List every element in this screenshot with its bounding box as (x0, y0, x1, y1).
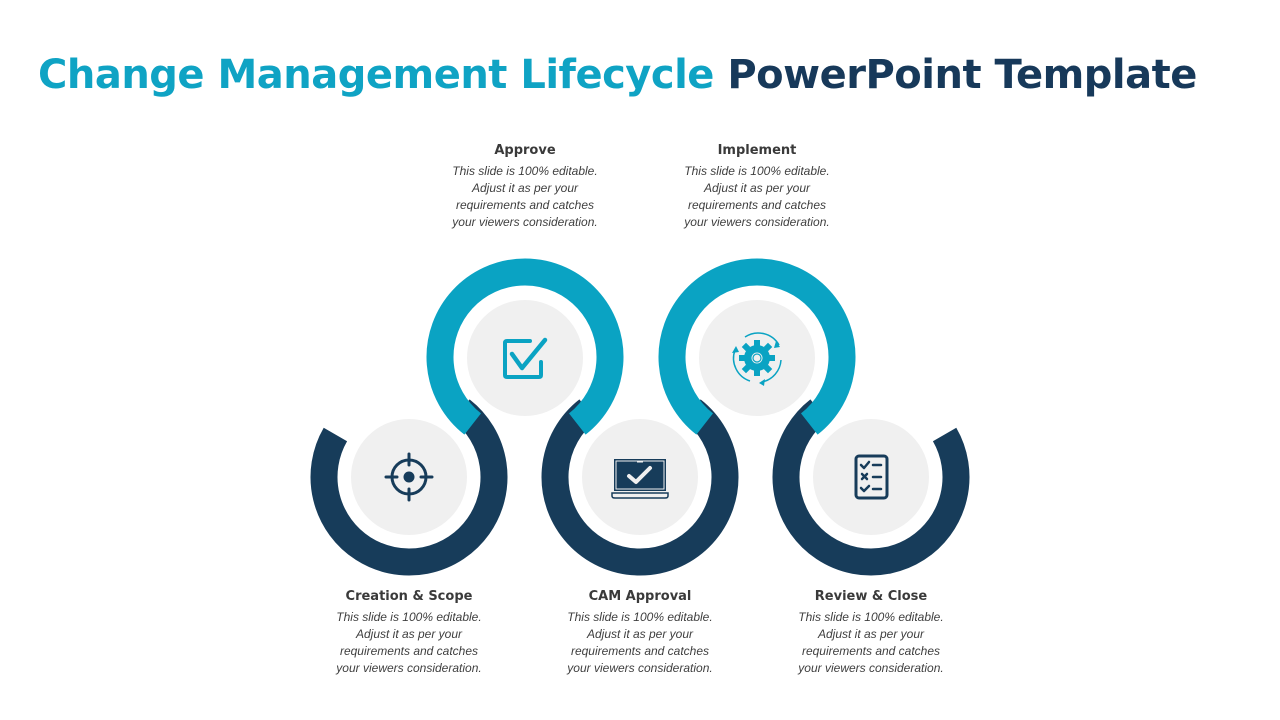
step-description: This slide is 100% editable. Adjust it a… (567, 610, 713, 675)
step-title: Creation & Scope (345, 589, 473, 604)
step-description: This slide is 100% editable. Adjust it a… (798, 610, 944, 675)
checklist-icon (854, 454, 889, 500)
gear-cycle-icon (732, 332, 782, 386)
ring-review-close (772, 399, 970, 576)
icon-circle-review (813, 419, 929, 535)
ring-approve (426, 258, 624, 435)
step-description: This slide is 100% editable. Adjust it a… (336, 610, 482, 675)
ring-creation-scope (310, 399, 508, 576)
checkbox-icon (503, 337, 548, 379)
step-title: Implement (717, 143, 797, 158)
title-highlight: Change Management Lifecycle (38, 52, 714, 98)
icon-circle-approve (467, 300, 583, 416)
step-review-close: Review & Close This slide is 100% editab… (776, 589, 966, 677)
step-implement: Implement This slide is 100% editable. A… (662, 143, 852, 231)
ring-implement (658, 258, 856, 435)
step-title: Review & Close (814, 589, 928, 604)
slide-title: Change Management Lifecycle PowerPoint T… (38, 46, 1197, 104)
step-description: This slide is 100% editable. Adjust it a… (452, 164, 598, 229)
step-description: This slide is 100% editable. Adjust it a… (684, 164, 830, 229)
laptop-check-icon (611, 459, 669, 499)
ring-cam-approval (541, 399, 739, 576)
step-title: CAM Approval (588, 589, 692, 604)
step-creation-scope: Creation & Scope This slide is 100% edit… (314, 589, 504, 677)
target-icon (384, 452, 434, 502)
title-rest: PowerPoint Template (727, 52, 1197, 98)
step-title: Approve (494, 143, 556, 158)
step-cam-approval: CAM Approval This slide is 100% editable… (545, 589, 735, 677)
step-approve: Approve This slide is 100% editable. Adj… (430, 143, 620, 231)
